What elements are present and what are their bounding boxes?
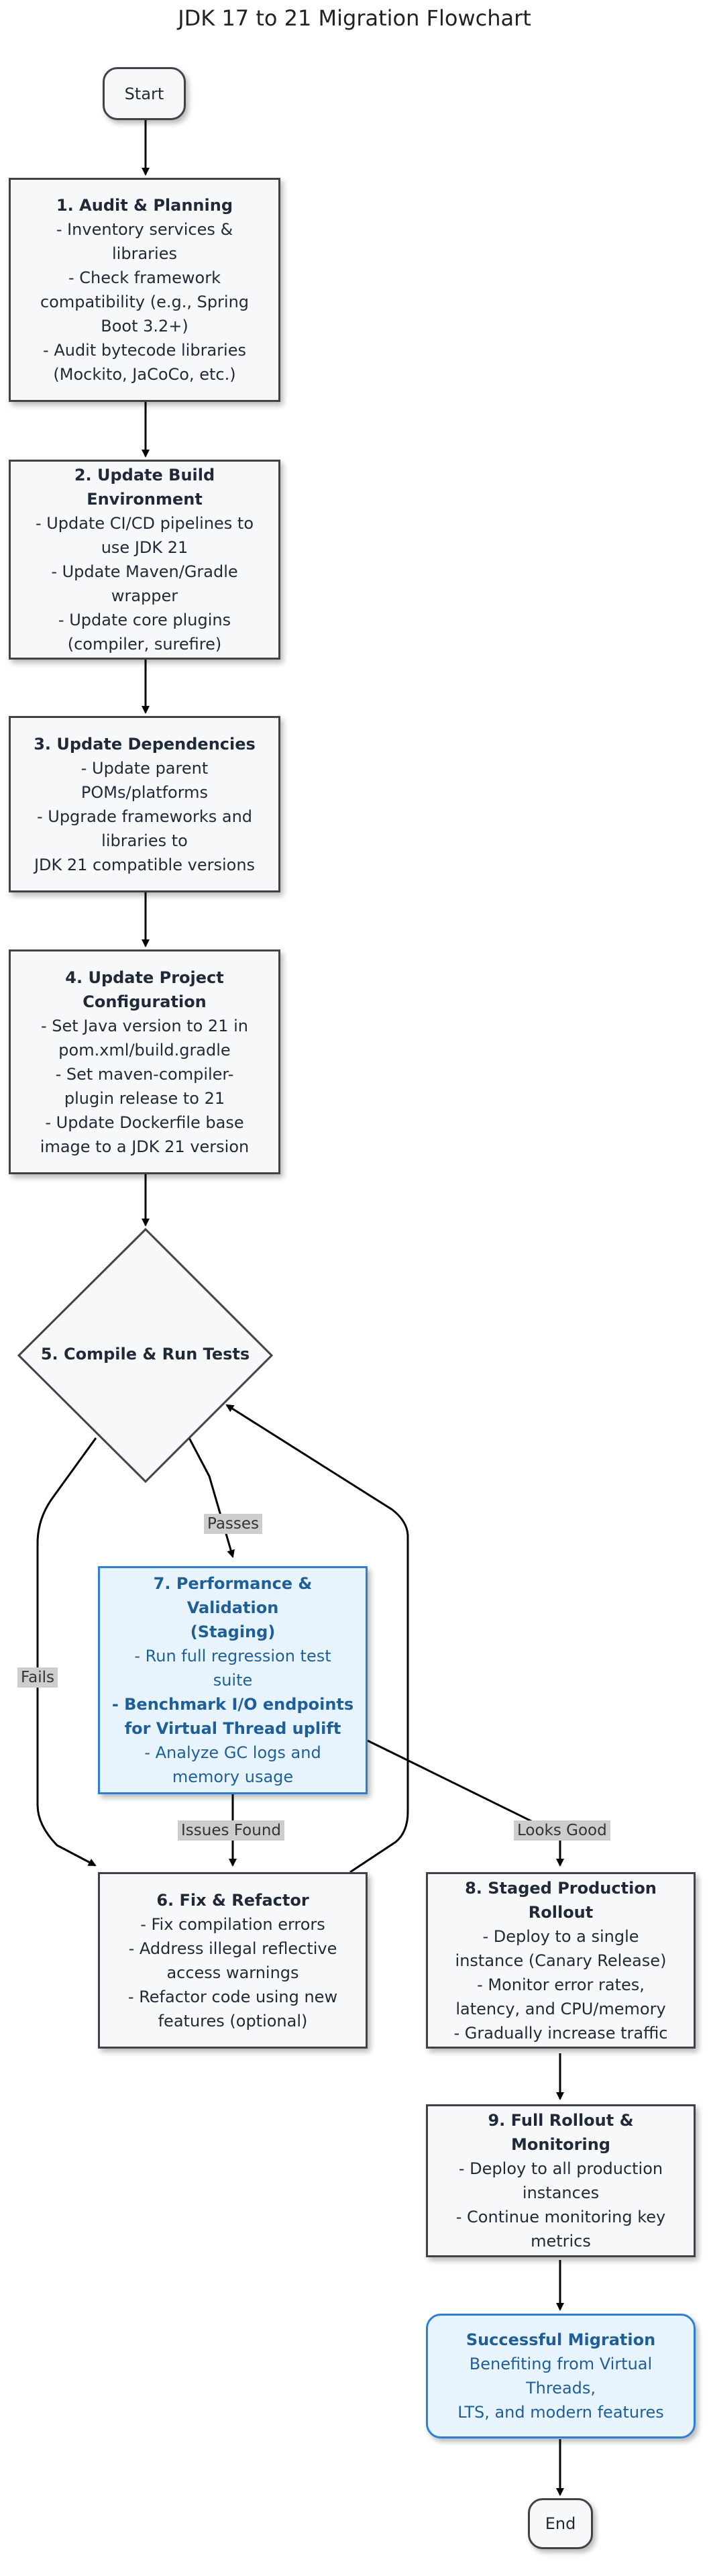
step2-title: 2. Update Build Environment [74,466,215,509]
step7-line: - Analyze GC logs and [144,1743,321,1762]
edge-label-issues-found: Issues Found [178,1820,285,1841]
step3-line: - Update parent [80,758,209,778]
step2-line: - Update Maven/Gradle [51,562,238,581]
step1-line: Boot 3.2+) [101,317,188,336]
step1-audit-planning: 1. Audit & Planning - Inventory services… [9,178,280,402]
step8-line: instance (Canary Release) [455,1951,667,1970]
end-label: End [545,2514,576,2533]
step3-line: JDK 21 compatible versions [34,855,256,874]
step1-line: - Inventory services & [56,220,233,239]
step6-line: access warnings [166,1963,299,1982]
step4-line: image to a JDK 21 version [40,1137,250,1156]
step4-line: plugin release to 21 [64,1088,225,1108]
step8-line: - Deploy to a single [482,1926,639,1946]
step8-title: 8. Staged Production Rollout [465,1878,657,1922]
step1-line: (Mockito, JaCoCo, etc.) [53,365,236,384]
step7-line: - Run full regression test [134,1647,331,1665]
step6-line: - Fix compilation errors [140,1914,325,1934]
step6-title: 6. Fix & Refactor [156,1890,309,1910]
edge-step5-fails [36,1437,97,1867]
step1-line: - Check framework [68,268,221,287]
edge-step6-loop-back [225,1404,409,1873]
step9-line: metrics [531,2232,591,2251]
success-line: Benefiting from Virtual [469,2355,653,2373]
step1-line: libraries [112,244,177,263]
end-node: End [528,2498,593,2549]
step7-performance-validation: 7. Performance & Validation (Staging) - … [98,1566,368,1794]
step8-line: latency, and CPU/memory [455,1999,666,2018]
step7-line: for Virtual Thread uplift [124,1719,341,1738]
step9-line: instances [522,2183,600,2202]
step4-line: - Set maven-compiler- [55,1064,234,1084]
step6-line: - Address illegal reflective [128,1939,337,1958]
step8-staged-rollout: 8. Staged Production Rollout - Deploy to… [426,1872,696,2049]
step9-line: - Continue monitoring key [455,2208,666,2226]
step2-build-environment: 2. Update Build Environment - Update CI/… [9,460,280,660]
step2-line: - Update core plugins [58,611,231,629]
step7-line: memory usage [172,1767,294,1786]
edge-step7-looks-good [367,1739,564,1867]
step9-title: 9. Full Rollout & Monitoring [488,2111,634,2154]
step2-line: (compiler, surefire) [67,635,222,654]
edge-label-looks-good: Looks Good [514,1820,610,1841]
success-line: Threads, [525,2379,596,2398]
success-title: Successful Migration [466,2330,656,2349]
step9-line: - Deploy to all production [458,2159,663,2178]
step2-line: - Update CI/CD pipelines to [35,514,254,533]
step7-title: (Staging) [190,1622,276,1641]
step7-title: 7. Performance & Validation [153,1574,313,1617]
step8-line: - Gradually increase traffic [453,2023,668,2043]
step3-line: - Upgrade frameworks and [36,807,253,826]
edge-step5-passes [188,1437,235,1558]
step2-line: wrapper [111,586,178,605]
step8-line: - Monitor error rates, [477,1975,645,1994]
step7-line: - Benchmark I/O endpoints [111,1695,354,1714]
step1-line: - Audit bytecode libraries [43,341,246,360]
start-label: Start [124,84,164,103]
step6-line: features (optional) [158,2011,308,2030]
step3-dependencies: 3. Update Dependencies - Update parent P… [9,716,280,892]
step4-line: - Update Dockerfile base [45,1113,244,1132]
step9-full-rollout: 9. Full Rollout & Monitoring - Deploy to… [426,2104,696,2257]
start-node: Start [103,67,186,120]
step5-compile-run-tests: 5. Compile & Run Tests [40,1345,250,1363]
decision-diamond [17,1227,274,1484]
success-line: LTS, and modern features [457,2403,664,2422]
edge-label-passes: Passes [204,1514,263,1534]
chart-title: JDK 17 to 21 Migration Flowchart [178,5,531,31]
step4-title: 4. Update Project [65,968,224,987]
step4-project-configuration: 4. Update Project Configuration - Set Ja… [9,949,280,1174]
step1-title: 1. Audit & Planning [56,196,233,215]
step4-line: - Set Java version to 21 in [41,1016,248,1035]
step1-line: compatibility (e.g., Spring [40,293,250,311]
step4-title: Configuration [83,992,207,1011]
step7-line: suite [213,1671,253,1690]
step6-fix-refactor: 6. Fix & Refactor - Fix compilation erro… [98,1872,368,2049]
step4-line: pom.xml/build.gradle [58,1040,231,1060]
step6-line: - Refactor code using new [127,1987,338,2006]
edge-label-fails: Fails [17,1667,58,1688]
success-node: Successful Migration Benefiting from Vir… [426,2314,696,2438]
step3-title: 3. Update Dependencies [34,734,256,754]
step3-line: libraries to [101,831,188,850]
step2-line: use JDK 21 [101,538,188,557]
step3-line: POMs/platforms [80,782,209,802]
